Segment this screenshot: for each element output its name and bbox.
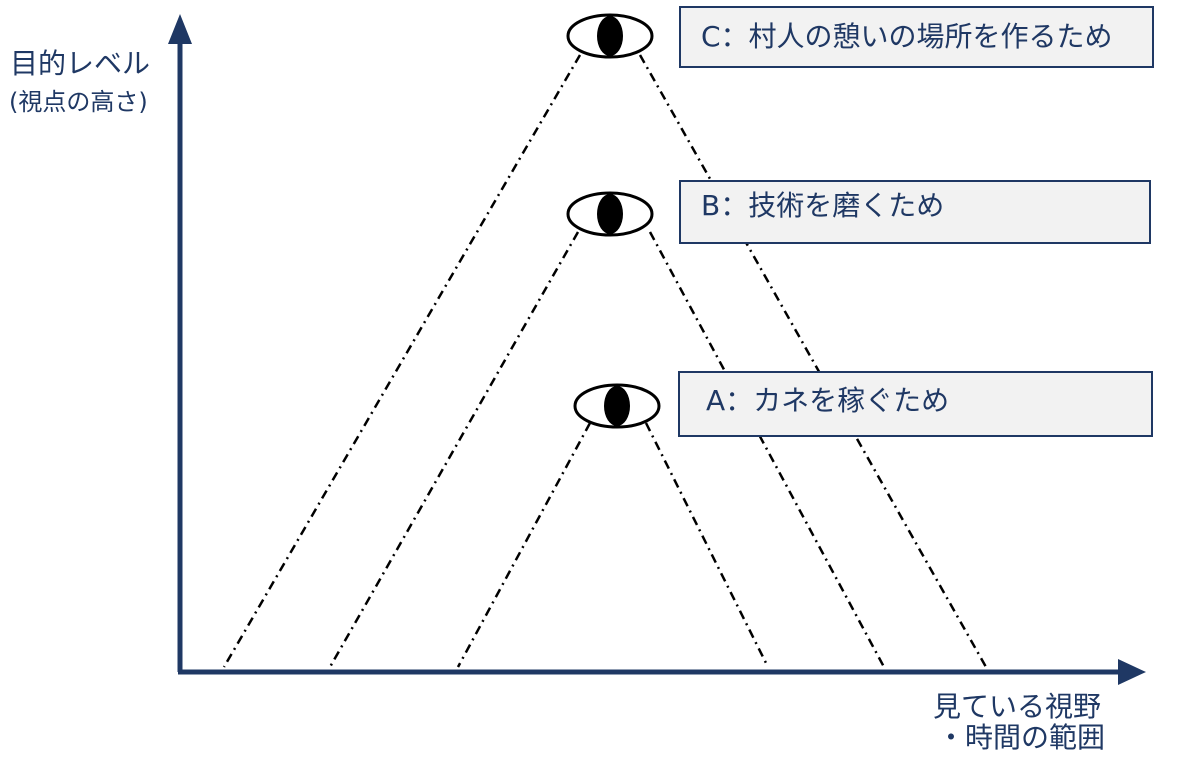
eye-icon (573, 383, 661, 429)
sight-line-b-right (648, 231, 886, 668)
level-b-label: B：技術を磨くため (701, 189, 945, 222)
sight-lines-c (222, 54, 988, 668)
sight-line-b-left (328, 231, 580, 668)
x-axis-label: 見ている視野 (933, 690, 1102, 723)
eye-icon (566, 191, 654, 237)
sight-lines-b (328, 231, 886, 668)
sight-line-c-left (222, 54, 582, 668)
y-axis-arrowhead (168, 14, 192, 44)
x-axis-arrowhead (1118, 659, 1146, 685)
y-axis-label: 目的レベル (10, 47, 151, 80)
sight-lines-a (456, 422, 770, 668)
sight-line-c-right (638, 54, 988, 668)
level-a-label: A：カネを稼ぐため (706, 384, 950, 417)
eye-icon (566, 13, 654, 59)
sight-line-a-right (644, 422, 770, 668)
y-axis-sublabel: (視点の高さ) (9, 88, 148, 116)
sight-line-a-left (456, 422, 592, 668)
level-b-box: B：技術を磨くため (679, 180, 1151, 244)
level-a-box: A：カネを稼ぐため (678, 371, 1153, 437)
level-c-label: C：村人の憩いの場所を作るため (701, 20, 1113, 53)
x-axis-sublabel: ・時間の範囲 (937, 721, 1106, 754)
level-c-box: C：村人の憩いの場所を作るため (679, 6, 1154, 68)
